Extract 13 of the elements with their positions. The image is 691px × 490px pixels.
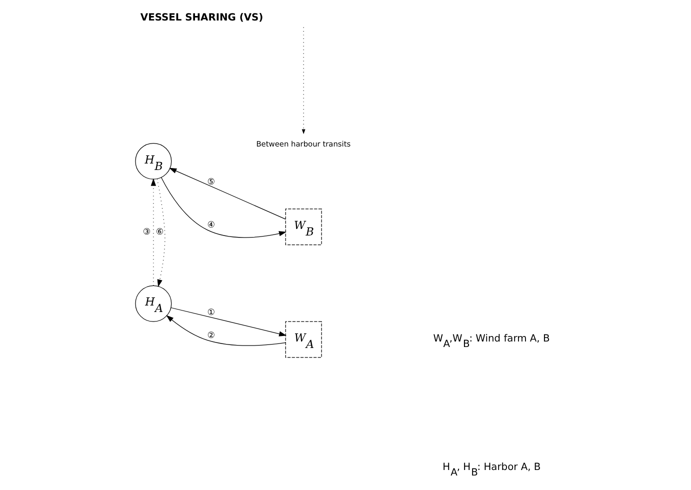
edge-label: ②: [206, 330, 215, 341]
arrow: [156, 178, 165, 287]
edge-label: ⑤: [206, 177, 215, 188]
arrow: [168, 168, 286, 220]
arrow: [170, 307, 286, 336]
arrow: [166, 315, 286, 346]
edge-label: ④: [206, 220, 215, 231]
diagram-title: VESSEL SHARING (VS): [140, 12, 263, 24]
edge-label: ①: [206, 308, 215, 318]
arrow: [160, 177, 286, 238]
edge-label: ③: [142, 228, 150, 238]
edge-label: ⑥: [155, 228, 164, 238]
arrow: [150, 178, 156, 286]
